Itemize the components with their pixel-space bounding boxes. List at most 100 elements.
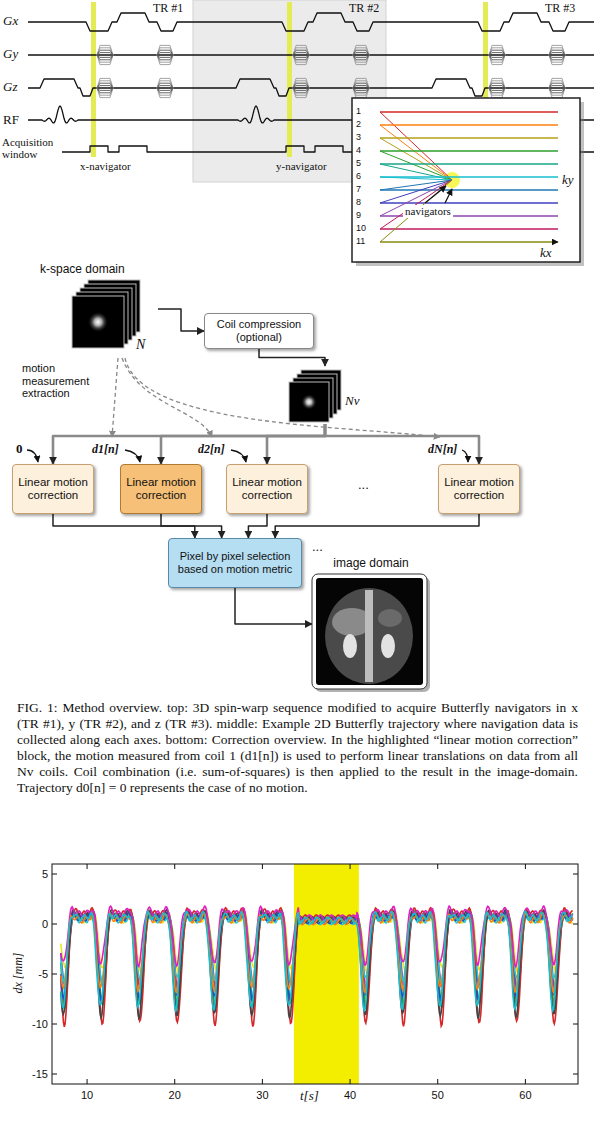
connector — [325, 424, 479, 464]
label-slot: Gx — [3, 13, 18, 29]
readout-line — [380, 176, 558, 178]
line-number: 1 — [356, 106, 361, 117]
label-slot: 10 — [356, 223, 366, 234]
label-slot: 3 — [356, 132, 361, 143]
annotation: kx — [540, 245, 552, 260]
navigator-pointer — [445, 189, 452, 203]
kspace-peak — [88, 312, 109, 333]
label-slot: ... — [358, 478, 369, 492]
phase-encode-table — [549, 45, 565, 64]
sequence-label: TR #1 — [153, 1, 183, 16]
phase-encode-table — [549, 50, 565, 60]
phase-encode-table — [353, 78, 369, 97]
image-ground — [316, 578, 423, 685]
phase-encode-table — [353, 53, 369, 58]
node-text: Linear motion correction — [444, 476, 514, 503]
gradient-x — [28, 13, 594, 31]
tick — [52, 924, 578, 925]
label-slot: 9 — [356, 210, 361, 221]
label-slot: Acquisition window — [2, 136, 60, 160]
gradient-z — [28, 79, 594, 96]
phase-encode-table — [97, 81, 113, 95]
label-slot: ... — [312, 540, 323, 554]
correction-box: Linear motion correction — [226, 464, 308, 514]
readout-line — [380, 124, 558, 126]
phase-encode-table — [97, 78, 113, 97]
annotation: ... — [312, 540, 323, 554]
kspace-frame — [289, 382, 329, 422]
navigator-spoke — [380, 180, 452, 229]
phase-encode-table — [353, 81, 369, 95]
kspace-stack: k-space domainN — [40, 262, 158, 356]
tick — [262, 864, 263, 1084]
phase-encode-table — [293, 86, 309, 91]
label-slot: x-navigator — [80, 160, 131, 172]
selection-box: Pixel by pixel selection based on motion… — [168, 538, 302, 588]
axis-label: 40 — [335, 1088, 365, 1102]
correction-box: Linear motion correction — [120, 464, 202, 514]
connector — [235, 588, 312, 624]
phase-encode-table — [97, 45, 113, 64]
axis-label: 30 — [247, 1088, 277, 1102]
label-slot: t[s] — [300, 1088, 319, 1103]
label-slot: kx — [540, 245, 552, 260]
navigator-pointer — [425, 186, 446, 203]
label-slot: 10 — [72, 1088, 102, 1102]
label-slot: 0 — [20, 917, 48, 931]
label-slot: TR #2 — [349, 1, 379, 16]
image-frame — [312, 574, 427, 689]
correction-box: Linear motion correction — [438, 464, 520, 514]
label-slot: 0 — [16, 442, 23, 456]
annotation: navigators — [403, 205, 453, 218]
line-number: 4 — [356, 145, 361, 156]
readout-line — [380, 150, 558, 152]
axis-label: -10 — [20, 1017, 48, 1031]
phase-encode-table — [353, 48, 369, 62]
label-slot: RF — [3, 112, 19, 128]
domain-heading: k-space domain — [40, 262, 158, 276]
correction-box: Linear motion correction — [12, 464, 94, 514]
coil-trace — [61, 908, 573, 1027]
mri-image — [312, 556, 430, 692]
leader-arrow — [125, 450, 140, 462]
phase-encode-table — [293, 45, 309, 64]
phase-encode-table — [157, 83, 173, 93]
annotation: dN[n] — [428, 442, 457, 456]
label-slot: 1 — [356, 106, 361, 117]
node-text: Linear motion correction — [126, 476, 196, 503]
phase-encode-table — [293, 81, 309, 95]
tick — [52, 1074, 578, 1075]
tick — [87, 864, 88, 1084]
phase-encode-table — [293, 48, 309, 62]
connector — [161, 424, 325, 464]
process-box: Coil compression (optional) — [204, 313, 314, 349]
phase-encode-table — [97, 50, 113, 60]
phase-encode-table — [293, 53, 309, 58]
phase-encode-table — [97, 83, 113, 93]
connector — [248, 514, 267, 538]
tick — [174, 864, 175, 1084]
phase-encode-table — [549, 78, 565, 97]
phase-encode-table — [97, 48, 113, 62]
tick — [525, 864, 526, 1084]
stack-count: Nv — [345, 394, 359, 408]
navigator-spoke — [380, 138, 452, 180]
readout-line — [380, 228, 558, 230]
label-slot: ky — [562, 172, 574, 188]
image-panel: image domain — [312, 556, 430, 692]
label-slot: d1[n] — [92, 442, 119, 456]
navigator-marker — [91, 2, 96, 157]
motion-plot — [52, 864, 578, 1084]
phase-encode-table — [157, 50, 173, 60]
annotation: ky — [562, 172, 574, 188]
phase-encode-table — [489, 78, 505, 97]
label-slot: motion measurement extraction — [22, 362, 110, 400]
navigator-spoke — [380, 180, 452, 242]
navigator-marker — [287, 2, 292, 157]
phase-encode-table — [489, 81, 505, 95]
image-shadow — [315, 577, 430, 692]
readout-line — [380, 189, 558, 191]
phase-encode-table — [157, 53, 173, 58]
spine — [365, 590, 373, 682]
line-number: 5 — [356, 158, 361, 169]
